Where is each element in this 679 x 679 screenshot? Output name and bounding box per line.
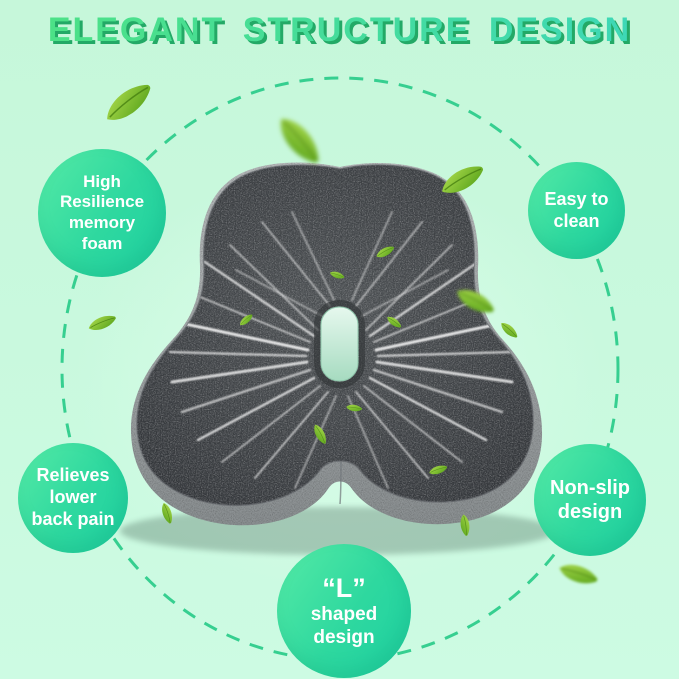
page-title: ELEGANT STRUCTURE DESIGN ELEGANT STRUCTU…: [0, 11, 679, 52]
badge-high-resilience: High Resilience memory foam: [38, 149, 166, 277]
seat-cushion-image: [130, 162, 543, 526]
page-title-text: ELEGANT STRUCTURE DESIGN: [47, 11, 632, 49]
badge-easy-to-clean: Easy to clean: [528, 162, 625, 259]
badge-l-shaped-small-label: shaped design: [310, 603, 378, 648]
front-seam: [339, 461, 342, 505]
badge-relieves-back-pain: Relieves lower back pain: [18, 443, 128, 553]
badge-l-shaped: “L” shaped design: [277, 544, 411, 678]
leaf-icon: [556, 559, 601, 589]
leaf-icon: [86, 311, 119, 335]
dashed-circle: [60, 76, 620, 662]
airflow-lines: [168, 211, 515, 489]
badge-non-slip: Non-slip design: [534, 444, 646, 556]
leaf-icon: [498, 319, 521, 341]
badge-relieves-back-pain-label: Relieves lower back pain: [31, 465, 115, 529]
badge-easy-to-clean-label: Easy to clean: [544, 188, 609, 231]
leaf-icon: [99, 76, 157, 129]
badge-non-slip-label: Non-slip design: [550, 476, 630, 523]
badge-high-resilience-label: High Resilience memory foam: [59, 171, 145, 253]
leaf-icon: [271, 110, 327, 170]
badge-l-shaped-big-label: “L”: [322, 572, 366, 603]
hole-rim: [314, 300, 365, 388]
ventilation-hole: [320, 306, 359, 382]
page-title-shadow: ELEGANT STRUCTURE DESIGN: [3, 14, 679, 52]
